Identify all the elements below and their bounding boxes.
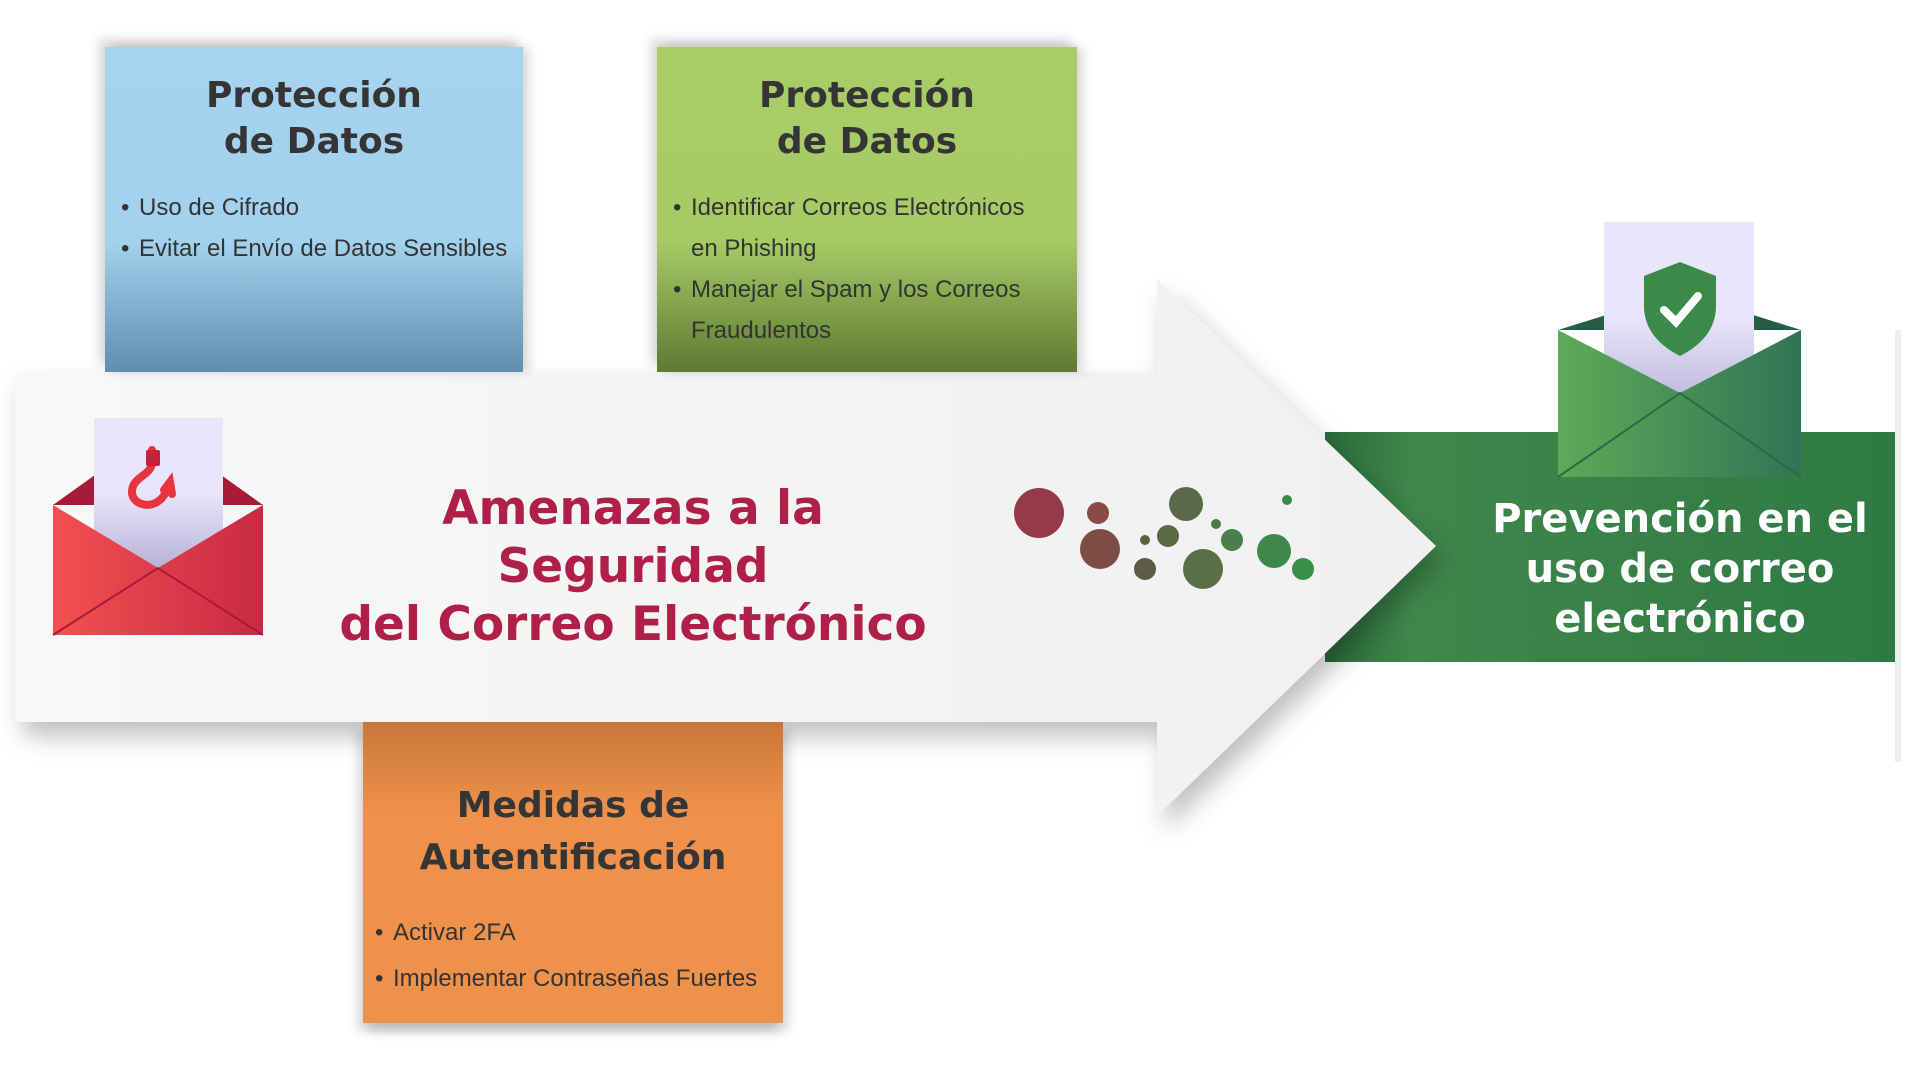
result-title-line: Prevención en el (1492, 496, 1868, 542)
bullet-item: Activar 2FA (375, 910, 783, 956)
bullet-item: Uso de Cifrado (121, 187, 523, 228)
red-envelope-icon (52, 418, 264, 636)
bullet-item: Evitar el Envío de Datos Sensibles (121, 228, 523, 269)
bullet-item: Implementar Contraseñas Fuertes (375, 956, 783, 1002)
green-envelope-icon (1557, 222, 1802, 478)
main-arrow (15, 279, 1436, 816)
main-title-line: del Correo Electrónico (339, 597, 927, 652)
main-title: Amenazas a la Seguridad del Correo Elect… (300, 480, 966, 654)
bullet-continuation: Fraudulentos (691, 317, 832, 344)
bullet-continuation: en Phishing (691, 235, 817, 262)
result-title-line: uso de correo (1525, 546, 1835, 592)
main-title-line: Amenazas a la Seguridad (442, 481, 824, 594)
bullet-item: Identificar Correos Electrónicos (673, 187, 1077, 228)
bullet-item: Manejar el Spam y los Correos (673, 269, 1077, 310)
bubble-dots (1014, 487, 1314, 589)
result-title: Prevención en el uso de correo electróni… (1470, 494, 1890, 644)
result-title-line: electrónico (1554, 596, 1806, 642)
